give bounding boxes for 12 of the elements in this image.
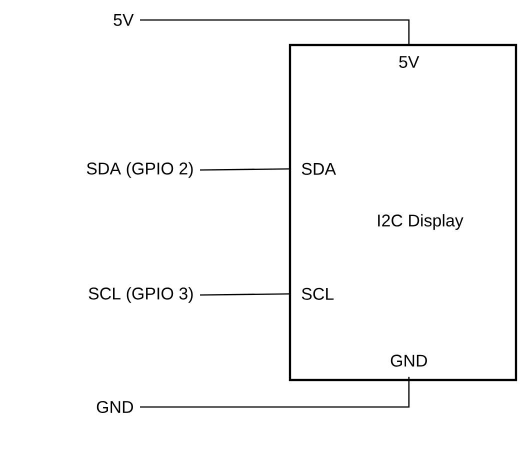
wire xyxy=(140,19,410,46)
signal-label: GND xyxy=(96,400,133,414)
signal-label: 5V xyxy=(114,14,134,26)
signal-label: SDA (GPIO 2) xyxy=(86,162,193,178)
wire xyxy=(200,168,291,171)
pin-label: SDA xyxy=(302,162,336,175)
wire xyxy=(140,376,410,408)
pin-label: SCL xyxy=(302,288,334,300)
signal-label: SCL (GPIO 3) xyxy=(88,287,193,303)
wire xyxy=(200,293,291,296)
pin-label: 5V xyxy=(399,56,420,68)
pin-label: GND xyxy=(390,354,427,367)
